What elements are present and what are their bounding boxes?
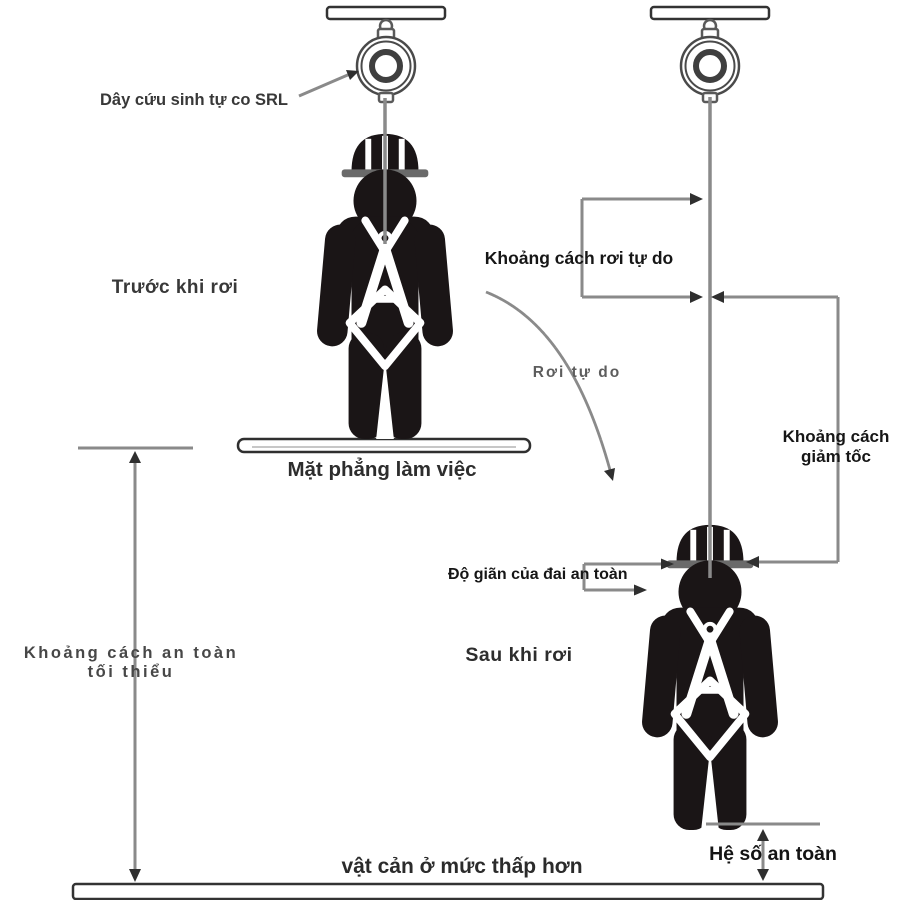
deceleration-distance-label: Khoảng cách giảm tốc xyxy=(783,427,890,466)
deceleration-distance-line1: Khoảng cách xyxy=(782,427,890,446)
min-clearance-arrow xyxy=(78,446,193,882)
srl-label: Dây cứu sinh tự co SRL xyxy=(100,91,289,109)
free-fall-distance-label: Khoảng cách rơi tự do xyxy=(484,248,674,268)
deceleration-bracket xyxy=(711,291,840,568)
min-clearance-line1: Khoảng cách an toàn xyxy=(23,644,239,662)
work-platform xyxy=(236,437,532,454)
after-fall-label: Sau khi rơi xyxy=(465,644,573,666)
srl-device-left-icon xyxy=(355,18,417,104)
before-fall-label: Trước khi rơi xyxy=(111,277,239,298)
free-fall-bracket xyxy=(580,193,703,303)
lower-obstruction-label: vật cản ở mức thấp hơn xyxy=(341,855,583,878)
deceleration-distance-line2: giảm tốc xyxy=(801,446,871,466)
min-clearance-label: Khoảng cách an toàn tối thiểu xyxy=(24,644,238,682)
harness-stretch-label: Độ giãn của đai an toàn xyxy=(448,566,628,583)
harness-stretch-bracket xyxy=(582,558,674,596)
safety-factor-label: Hệ số an toàn xyxy=(709,843,837,865)
min-clearance-line2: tối thiểu xyxy=(87,662,175,681)
safety-factor-arrow xyxy=(706,822,820,881)
anchor-bar-right-icon xyxy=(649,5,771,21)
fall-curve-arrow xyxy=(485,290,615,481)
ground-bar xyxy=(71,882,825,900)
anchor-bar-left-icon xyxy=(325,5,447,21)
srl-device-right-icon xyxy=(679,18,741,104)
srl-pointer-arrow xyxy=(298,70,359,98)
work-surface-label: Mặt phẳng làm việc xyxy=(287,458,477,481)
free-fall-motion-label: Rơi tự do xyxy=(532,364,622,381)
